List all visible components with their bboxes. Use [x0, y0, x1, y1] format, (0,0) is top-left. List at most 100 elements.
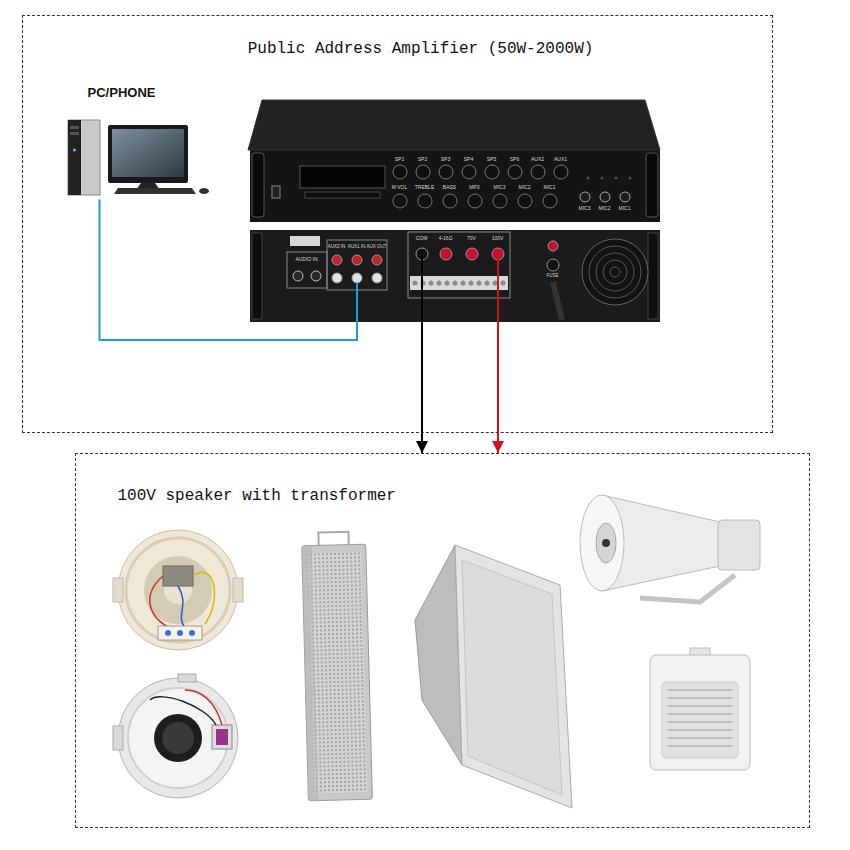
horn-speaker [580, 495, 760, 602]
column-speaker [302, 544, 373, 801]
amplifier-front [305, 192, 380, 198]
grille-line [668, 729, 732, 731]
wall-speaker [455, 545, 572, 808]
control-knob [543, 194, 557, 208]
column-speaker [307, 552, 367, 793]
audio-jack [293, 271, 321, 281]
cooling-fan [596, 253, 634, 291]
ceiling-speaker [185, 690, 222, 725]
terminal-screw [469, 281, 474, 286]
panel-label: MIC3 [494, 185, 506, 191]
status-led [586, 176, 589, 179]
control-knob [416, 165, 430, 179]
ceiling-speaker [128, 688, 228, 788]
terminal-screw [437, 281, 442, 286]
column-speaker [301, 531, 372, 801]
amplifier-front [272, 186, 280, 198]
cooling-fan [582, 239, 648, 305]
ceiling-speaker [154, 714, 202, 762]
speaker-terminal [416, 248, 428, 260]
panel-label: FUSE [546, 273, 558, 278]
ceiling-speaker [113, 530, 243, 650]
ceiling-speaker [158, 626, 202, 640]
signal-cable [497, 322, 499, 454]
status-led [628, 176, 631, 179]
panel-label: MP3 [469, 185, 479, 191]
rca-jack [352, 273, 362, 283]
box-speaker [662, 682, 738, 758]
signal-cable [421, 322, 423, 454]
cooling-fan [610, 267, 620, 277]
horn-speaker [580, 495, 624, 591]
panel-label: AUX2 [531, 157, 544, 163]
control-knob [508, 165, 522, 179]
control-knob [493, 194, 507, 208]
amplifier-rear [287, 252, 327, 288]
pc-illustration [70, 132, 79, 135]
mic-jack [580, 192, 630, 202]
audio-jack [311, 271, 321, 281]
amplifier-front [248, 100, 660, 150]
amplifier-rear-panel: AUDIO INAUX2 INAUX1 INAUX OUTCOM4-16Ω70V… [250, 230, 660, 322]
control-knob [462, 165, 476, 179]
speaker-terminal [492, 248, 504, 260]
horn-speaker [602, 539, 610, 547]
control-knob [518, 194, 532, 208]
pc-illustration [73, 149, 76, 152]
cooling-fan [603, 260, 627, 284]
panel-label: COM [416, 236, 428, 242]
grille-line [668, 689, 732, 691]
panel-label: 100V [492, 236, 504, 242]
ceiling-speaker [118, 530, 238, 650]
ceiling-speaker [113, 578, 123, 602]
amplifier-front-panel: SP1SP2SP3SP4SP5SP6AUX2AUX1M VOLTREBLEBAS… [250, 150, 660, 222]
amplifier-rear [648, 233, 658, 319]
amplifier-front [646, 153, 658, 217]
amplifier-rear [327, 240, 387, 290]
grille-line [668, 713, 732, 715]
terminal-screw [485, 281, 490, 286]
panel-label: M VOL [392, 185, 408, 191]
ceiling-speaker [144, 556, 212, 624]
ceiling-speaker [113, 674, 238, 798]
wall-speaker [462, 560, 562, 795]
pc-illustration [114, 188, 196, 194]
ceiling-speaker [216, 729, 228, 745]
rca-jack [332, 255, 342, 265]
power-cord [553, 282, 562, 320]
terminal-screw [461, 281, 466, 286]
ceiling-speaker [178, 586, 185, 628]
source-device: PC/PHONE [60, 82, 200, 200]
grille-line [668, 705, 732, 707]
speaker-terminal [466, 248, 478, 260]
rca-jack [352, 255, 362, 265]
mic-jack [580, 192, 590, 202]
ceiling-speaker [189, 630, 195, 636]
rca-jack [332, 273, 342, 283]
panel-label: MIC2 [599, 206, 611, 212]
ceiling-speaker [165, 630, 171, 636]
status-led [600, 176, 603, 179]
panel-label: SP4 [464, 157, 473, 163]
wire-stub [357, 254, 498, 322]
panel-label: SP3 [441, 157, 450, 163]
ceiling-speaker [150, 697, 216, 725]
ceiling-speaker [163, 566, 193, 586]
panel-label: 70V [467, 236, 476, 242]
group-heading: 100V speaker with transformer [118, 487, 396, 505]
status-led [586, 176, 631, 179]
control-knob [439, 165, 453, 179]
panel-label: SP5 [487, 157, 496, 163]
panel-label: AUX1 [554, 157, 567, 163]
box-speaker [690, 648, 710, 658]
control-knob [393, 194, 407, 208]
audio-jack [293, 271, 303, 281]
pc-illustration [70, 126, 79, 129]
pc-illustration [136, 183, 160, 190]
fuse-holder [547, 259, 559, 271]
cooling-fan [582, 239, 648, 305]
signal-cable [100, 200, 358, 341]
ceiling-speaker [193, 572, 214, 624]
